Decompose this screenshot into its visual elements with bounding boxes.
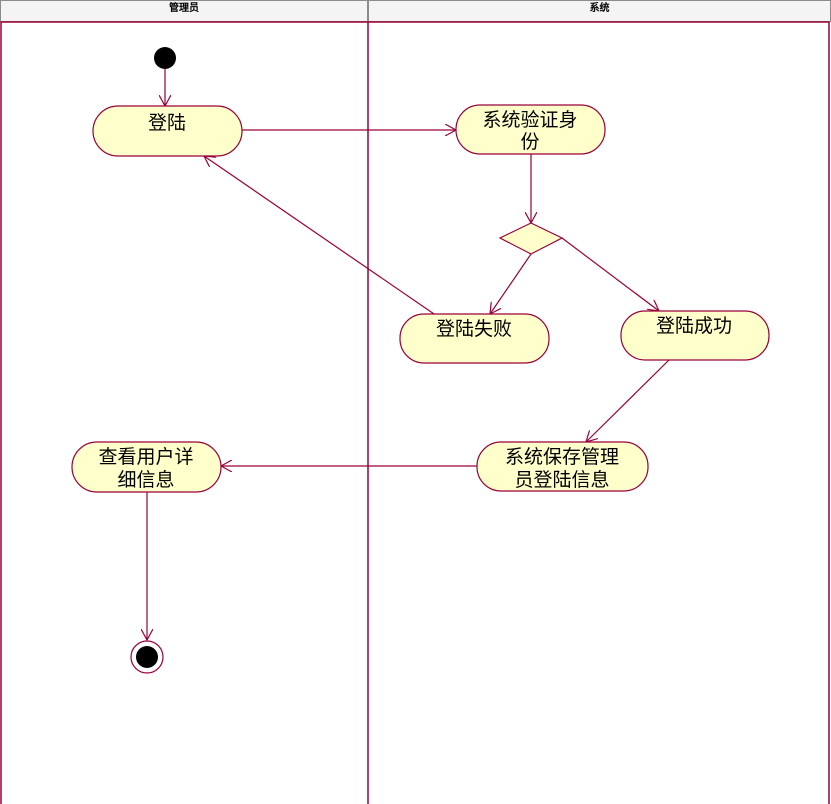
activity-verify-label-line2: 份 <box>520 131 539 153</box>
activity-save-login-info: 系统保存管理 员登陆信息 <box>476 441 649 492</box>
decision-node <box>498 222 564 255</box>
activity-view-label-line1: 查看用户详 <box>98 446 193 468</box>
activity-verify-identity: 系统验证身 份 <box>455 104 606 155</box>
activity-verify-label-line1: 系统验证身 <box>482 109 577 131</box>
activity-login-success: 登陆成功 <box>620 310 770 361</box>
activity-view-label-line2: 细信息 <box>117 469 174 491</box>
activity-save-label-line1: 系统保存管理 <box>505 446 619 468</box>
activity-fail-label: 登陆失败 <box>436 318 512 340</box>
activity-login-label: 登陆 <box>148 112 186 134</box>
activity-login-fail: 登陆失败 <box>399 313 550 364</box>
activity-login: 登陆 <box>92 105 243 157</box>
activity-save-label-line2: 员登陆信息 <box>514 469 609 491</box>
edge-success-to-save <box>586 359 670 442</box>
edge-decision-to-fail <box>490 253 532 314</box>
activity-view-user-details: 查看用户详 细信息 <box>71 441 222 493</box>
swimlane-label-system: 系统 <box>589 3 610 14</box>
swimlane-label-admin: 管理员 <box>169 3 199 14</box>
edge-fail-to-login <box>204 156 438 317</box>
activity-success-label: 登陆成功 <box>656 315 732 337</box>
start-node <box>154 47 176 69</box>
end-node <box>130 640 164 674</box>
diagram-frame <box>0 21 830 804</box>
edge-decision-to-success <box>561 237 659 311</box>
